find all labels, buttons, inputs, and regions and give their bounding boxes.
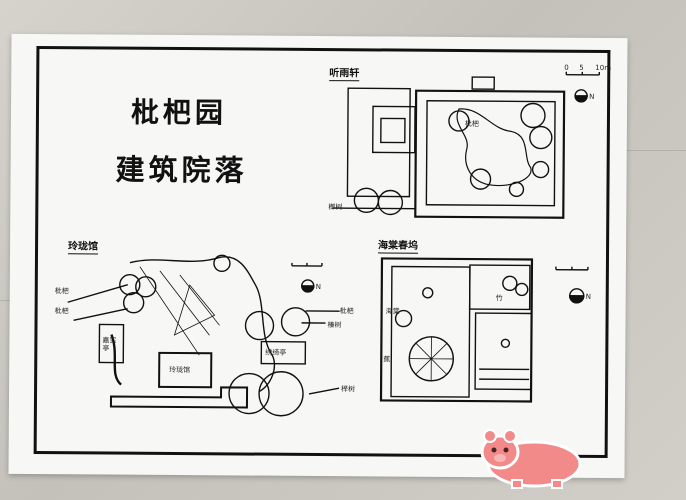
drawing-sheet: 枇杷园 建筑院落 听雨轩 玲珑馆 海棠春坞	[8, 33, 628, 479]
scale-bar-3	[555, 266, 589, 271]
north-arrow-1	[574, 89, 588, 103]
label-xiuqi-pavilion: 绣绮亭	[265, 348, 287, 357]
label-pipa-1: 枇杷	[54, 287, 69, 296]
label-zhenzhu: 榛树	[327, 321, 342, 330]
label-pipatree: 枇杷	[464, 120, 479, 129]
label-yezhu: 竹	[495, 294, 503, 303]
scale-bar-2	[291, 262, 323, 267]
north-label-1: N	[589, 92, 595, 101]
scale-label-5: 5	[579, 63, 584, 72]
label-linglong-hall: 玲珑馆	[169, 365, 191, 375]
tingyuxuan-plan	[332, 76, 566, 219]
label-shanshu-1: 榔树	[328, 203, 343, 212]
label-pipa-2: 枇杷	[54, 307, 69, 316]
site-plan-drawing	[67, 71, 600, 417]
label-jiashi-pavilion: 嘉实亭	[102, 336, 117, 353]
label-pipa-3: 枇杷	[339, 307, 354, 316]
north-label-3: N	[585, 292, 591, 301]
floor-tile-seam	[0, 300, 12, 301]
north-arrow-3	[569, 288, 585, 304]
label-shanshu-2: 榉树	[341, 385, 356, 394]
cartoon-animal-sticker	[480, 429, 582, 489]
north-arrow-2	[301, 279, 315, 293]
label-jiao: 蕉	[383, 355, 391, 364]
label-haitang: 海棠	[385, 307, 400, 316]
scale-label-10m: 10m	[595, 63, 612, 73]
haitangchunwu-plan	[379, 257, 534, 403]
scale-bar-1	[565, 71, 600, 76]
linglongguan-plan	[67, 254, 340, 417]
scale-label-0: 0	[564, 63, 569, 72]
north-label-2: N	[315, 282, 322, 292]
floor-tile-seam	[626, 150, 686, 151]
